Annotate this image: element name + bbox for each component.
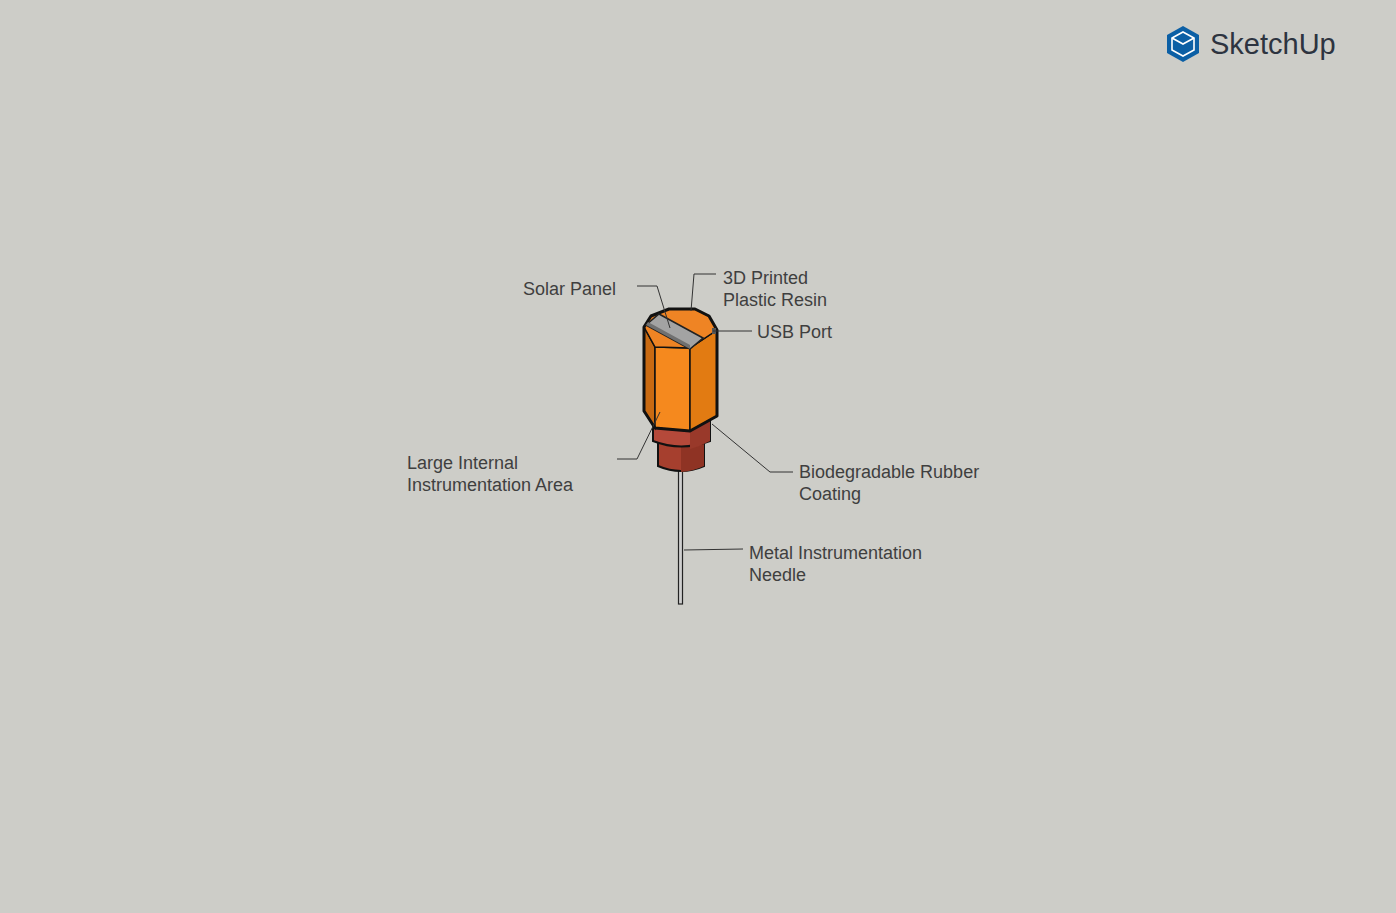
leader-line — [691, 274, 716, 311]
leader-line — [637, 286, 670, 328]
solar-panel-edge — [646, 322, 690, 349]
solar-panel — [646, 314, 703, 349]
needle — [679, 468, 683, 604]
leader-line — [712, 424, 793, 472]
body-front-face — [655, 347, 690, 431]
part-label: 3D Printed Plastic Resin — [723, 267, 851, 311]
watermark: SketchUp — [1210, 27, 1336, 61]
part-label: Large Internal Instrumentation Area — [407, 452, 619, 496]
part-label: Metal Instrumentation Needle — [749, 542, 965, 586]
brand-cube — [1167, 26, 1199, 62]
leader-line — [617, 412, 660, 459]
brand-icon — [1167, 26, 1199, 62]
part-label: USB Port — [757, 321, 877, 343]
brand-cube-inner — [1172, 32, 1194, 56]
part-label: Solar Panel — [523, 278, 663, 300]
leader-lines — [617, 274, 793, 550]
part-label: Biodegradable Rubber Coating — [799, 461, 1021, 505]
body-outline — [644, 309, 717, 431]
leader-line — [713, 331, 752, 332]
brand-cube-lines — [1172, 38, 1194, 44]
leader-line — [684, 549, 743, 550]
